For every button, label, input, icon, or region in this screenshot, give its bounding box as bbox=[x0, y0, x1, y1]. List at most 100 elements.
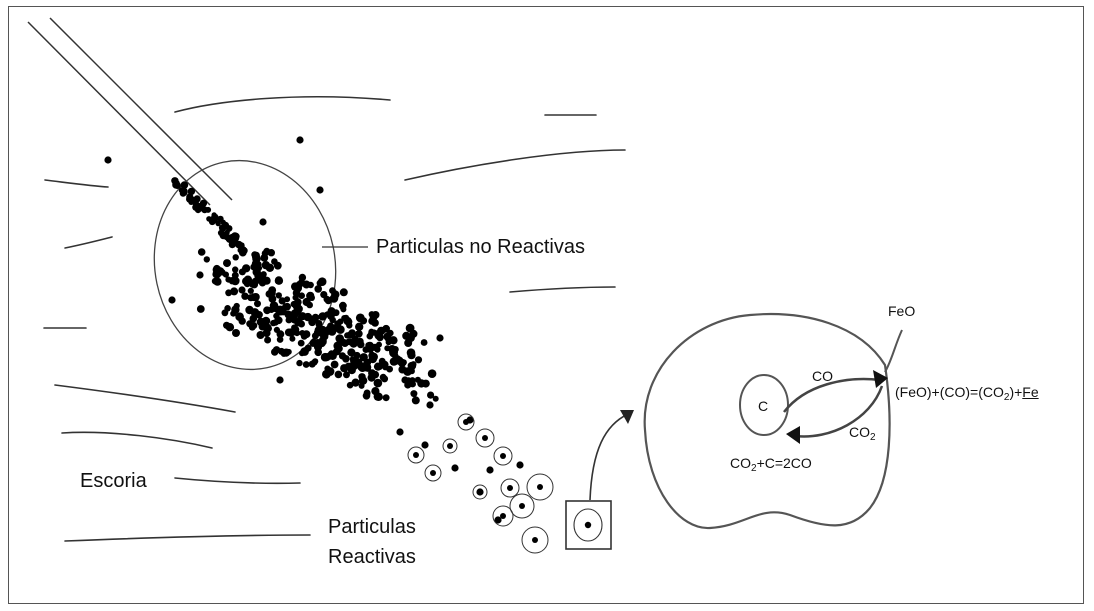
reactive-particle-core bbox=[413, 452, 419, 458]
particle bbox=[384, 345, 391, 352]
particle bbox=[223, 234, 230, 241]
particle bbox=[405, 323, 415, 333]
particle bbox=[224, 305, 231, 312]
particle bbox=[368, 328, 375, 335]
feo-arrow bbox=[884, 329, 903, 373]
carbon-label: C bbox=[758, 398, 769, 414]
particle bbox=[385, 339, 392, 346]
particle bbox=[395, 356, 404, 365]
particle bbox=[276, 376, 284, 384]
particle bbox=[308, 360, 316, 368]
particle bbox=[238, 317, 246, 325]
carbon-particle bbox=[739, 374, 789, 436]
particle bbox=[436, 334, 444, 342]
particle bbox=[362, 363, 372, 372]
feo-label: FeO bbox=[888, 303, 916, 319]
particle bbox=[300, 347, 309, 356]
particle bbox=[232, 254, 239, 261]
particle bbox=[302, 330, 311, 339]
particle bbox=[208, 218, 216, 226]
particle bbox=[283, 302, 292, 311]
particle bbox=[213, 277, 222, 286]
particle bbox=[168, 296, 176, 304]
reactive-particle-core bbox=[430, 470, 436, 476]
particle bbox=[302, 361, 310, 368]
particle bbox=[276, 336, 284, 343]
particle bbox=[356, 337, 364, 345]
particle bbox=[180, 181, 189, 189]
particle bbox=[494, 516, 502, 524]
particle bbox=[263, 306, 271, 315]
particle bbox=[216, 267, 225, 276]
co-arrow bbox=[783, 377, 881, 413]
reactive-particle-core bbox=[482, 435, 488, 441]
particle bbox=[346, 331, 355, 339]
particle bbox=[180, 188, 188, 196]
particle bbox=[410, 390, 418, 398]
particle bbox=[259, 218, 267, 226]
slag-stroke bbox=[404, 149, 626, 181]
slag-stroke bbox=[174, 95, 391, 113]
particle bbox=[339, 288, 348, 297]
reactive-particle-ring bbox=[509, 493, 535, 519]
particle bbox=[254, 300, 261, 308]
particle bbox=[347, 348, 356, 357]
boudouard-equation: CO2+C=2CO bbox=[730, 455, 812, 474]
particle bbox=[280, 350, 288, 357]
particle bbox=[427, 391, 435, 399]
reactive-particle-core bbox=[519, 503, 525, 509]
particle bbox=[275, 276, 283, 284]
particle bbox=[327, 328, 334, 335]
particle bbox=[278, 297, 286, 305]
particle bbox=[239, 248, 247, 257]
reactive-particle-ring bbox=[526, 473, 554, 501]
slag-stroke bbox=[44, 179, 109, 188]
particle bbox=[247, 287, 254, 294]
particle bbox=[289, 335, 296, 342]
particle bbox=[334, 370, 343, 379]
particle bbox=[241, 292, 249, 300]
particle bbox=[245, 305, 254, 315]
particle bbox=[258, 279, 267, 287]
particle bbox=[410, 361, 417, 368]
eq1-mid: )+ bbox=[1009, 384, 1023, 400]
particle bbox=[342, 355, 350, 363]
particle bbox=[358, 373, 366, 381]
particle bbox=[432, 395, 439, 402]
particle bbox=[242, 277, 250, 286]
particle bbox=[273, 312, 280, 320]
particle bbox=[268, 295, 277, 303]
particle bbox=[349, 339, 358, 348]
particle bbox=[349, 356, 356, 363]
particle bbox=[421, 441, 429, 449]
particle bbox=[254, 256, 261, 263]
oxidation-equation: (FeO)+(CO)=(CO2)+Fe bbox=[895, 384, 1039, 403]
reactive-particle-core bbox=[500, 453, 506, 459]
co2-label-text: CO bbox=[849, 424, 870, 440]
particle bbox=[222, 271, 229, 278]
particle bbox=[365, 342, 372, 349]
particle bbox=[215, 220, 221, 227]
reactive-particle-ring bbox=[407, 446, 425, 464]
reactive-particles bbox=[407, 413, 554, 554]
particle bbox=[284, 296, 291, 303]
reactive-particle-core bbox=[532, 537, 538, 543]
particle bbox=[242, 264, 250, 272]
particle bbox=[311, 332, 319, 340]
eq2-suffix: +C=2CO bbox=[756, 455, 812, 471]
co-label: CO bbox=[812, 368, 833, 384]
particle bbox=[332, 349, 339, 356]
particle bbox=[251, 293, 260, 301]
particle bbox=[196, 305, 205, 313]
particle bbox=[343, 371, 350, 379]
eq1-prefix: (FeO)+(CO)=(CO bbox=[895, 384, 1004, 400]
particle bbox=[187, 187, 196, 196]
particle bbox=[238, 286, 246, 294]
particle bbox=[314, 285, 323, 293]
particle bbox=[315, 320, 323, 327]
particle bbox=[351, 378, 360, 387]
particle bbox=[231, 276, 240, 286]
particle bbox=[269, 301, 279, 311]
particle bbox=[339, 301, 347, 310]
